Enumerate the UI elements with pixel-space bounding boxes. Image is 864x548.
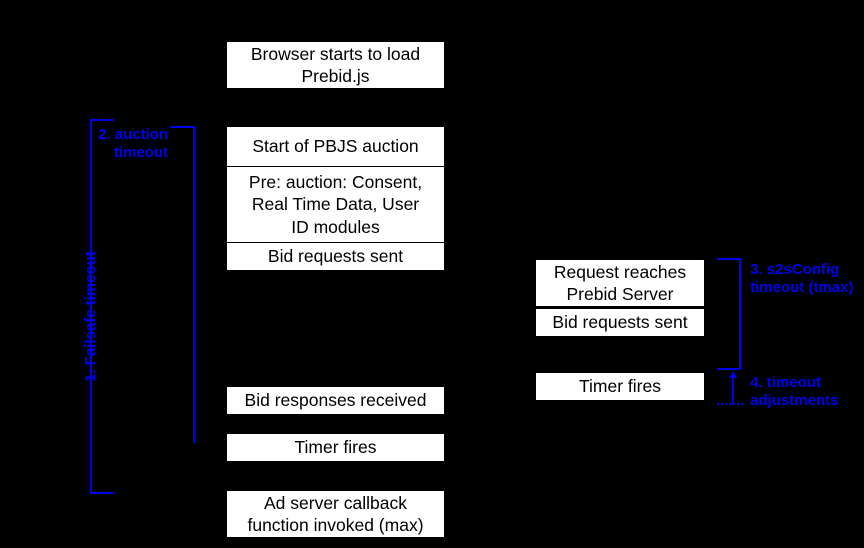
bracket-s2sconfig-top-arm <box>717 258 741 260</box>
flow-box-server-bid-requests-sent: Bid requests sent <box>535 308 705 337</box>
flow-box-pre-auction: Pre: auction: Consent, Real Time Data, U… <box>226 166 445 243</box>
flow-box-start-auction: Start of PBJS auction <box>226 126 445 167</box>
flow-box-request-reaches-server: Request reaches Prebid Server <box>535 259 705 307</box>
bracket-failsafe-bottom-arm <box>90 492 114 494</box>
bracket-s2sconfig-bottom-arm <box>717 368 741 370</box>
bracket-failsafe-vertical <box>90 119 92 494</box>
bracket-auction-top-arm <box>170 126 195 128</box>
flow-box-server-timer-fires: Timer fires <box>535 372 705 401</box>
annotation-label-failsafe-timeout: 1. Failsafe timeout <box>82 251 99 382</box>
dotted-guide-timeout-adjustments <box>717 403 743 405</box>
bracket-auction-vertical <box>193 126 195 443</box>
annotation-label-timeout-adjustments: 4. timeout adjustments <box>750 374 839 410</box>
annotation-label-auction-timeout: 2. auction timeout <box>97 126 168 162</box>
flow-box-bid-responses-received: Bid responses received <box>226 386 445 415</box>
arrow-timeout-adjustments-head <box>729 371 737 378</box>
flow-box-timer-fires: Timer fires <box>226 433 445 462</box>
flow-box-ad-server-callback: Ad server callback function invoked (max… <box>226 490 445 538</box>
bracket-s2sconfig-vertical <box>739 258 741 370</box>
bracket-failsafe-top-arm <box>90 119 114 121</box>
annotation-label-s2sconfig-timeout: 3. s2sConfig timeout (tmax) <box>750 261 854 297</box>
flow-box-browser-load: Browser starts to load Prebid.js <box>226 41 445 89</box>
flow-box-bid-requests-sent: Bid requests sent <box>226 242 445 271</box>
arrow-timeout-adjustments-shaft <box>732 378 734 404</box>
